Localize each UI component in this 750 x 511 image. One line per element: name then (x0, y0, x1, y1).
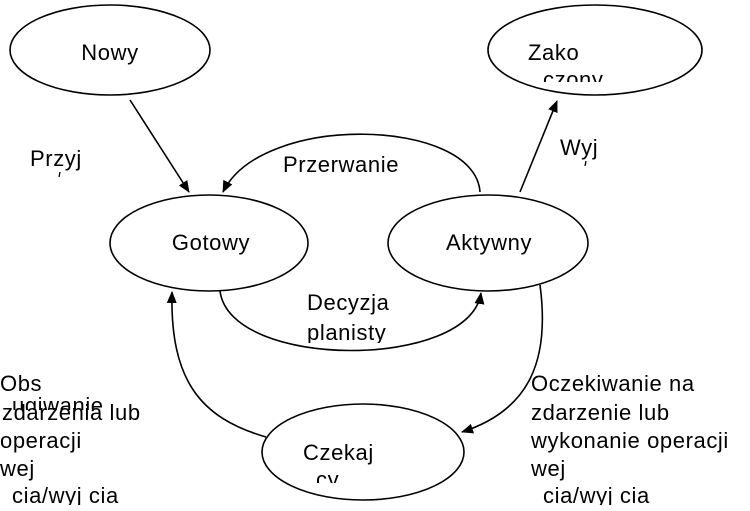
state-czekajacy (261, 403, 465, 501)
edge-label-obsluzenie-line: operacji (0, 428, 82, 453)
state-czekajacy-label-line2: cy (316, 467, 339, 492)
glyph-fragment (58, 171, 61, 178)
edge-label-obsluzenie: Obs ugiwanie zdarzenia lub operacji wej … (0, 371, 141, 508)
arrow-nowy-to-gotowy (129, 99, 190, 193)
edge-label-obsluzenie-line: wej (0, 456, 35, 481)
state-zakonczony-label-line2: czony (543, 67, 603, 92)
edge-label-obsluzenie-line: zdarzenia lub (2, 400, 141, 425)
state-gotowy-label: Gotowy (172, 230, 250, 255)
state-gotowy (109, 194, 309, 292)
edge-label-wyjscie: Wyj (560, 135, 598, 160)
state-czekajacy-label-line1: Czekaj (303, 440, 374, 465)
edge-label-decyzja-line1: Decyzja (307, 290, 390, 315)
state-zakonczony (487, 4, 703, 96)
arrow-przerwanie (222, 133, 481, 193)
edge-label-oczekiwanie-line: Oczekiwanie na (531, 371, 695, 396)
state-nowy-label: Nowy (81, 40, 138, 65)
edge-label-przyjecie: Przyj (30, 146, 82, 171)
edge-label-oczekiwanie-line: cia/wyj cia (543, 483, 650, 508)
edge-label-obsluzenie-line: Obs (0, 371, 42, 396)
arrow-czekajacy-to-gotowy (166, 291, 267, 438)
edge-label-decyzja-line2: planisty (307, 320, 386, 345)
state-aktywny-label: Aktywny (446, 230, 532, 255)
arrow-wyjscie (519, 100, 558, 193)
glyph-fragment (584, 160, 587, 167)
edge-label-oczekiwanie-line: wej (530, 456, 566, 481)
edge-label-oczekiwanie-line: wykonanie operacji (530, 428, 729, 453)
edge-label-obsluzenie-line: cia/wyj cia (12, 483, 119, 508)
state-aktywny (387, 194, 589, 292)
edge-label-obsluzenie-line: ugiwanie (12, 393, 104, 418)
arrow-decyzja-planisty (219, 290, 485, 352)
state-nowy (9, 4, 211, 96)
edge-label-przerwanie: Przerwanie (283, 152, 399, 177)
edge-label-oczekiwanie-line: zdarzenie lub (531, 400, 670, 425)
state-zakonczony-label-line1: Zako (528, 40, 579, 65)
arrow-aktywny-to-czekajacy (461, 284, 544, 434)
edge-label-oczekiwanie: Oczekiwanie na zdarzenie lub wykonanie o… (530, 371, 729, 508)
